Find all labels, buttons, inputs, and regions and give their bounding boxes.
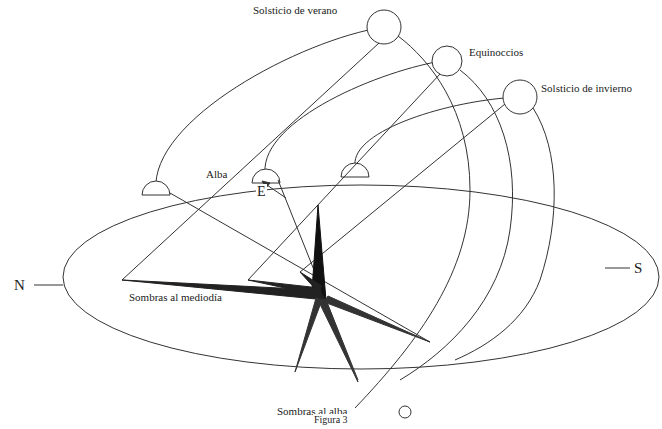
dawn-ray-1 <box>170 193 430 342</box>
winter-arc-down <box>455 108 554 360</box>
horizon-ellipse <box>63 185 659 369</box>
sun-equinox <box>432 46 462 76</box>
sun-winter <box>503 80 537 114</box>
winter-arc <box>355 97 519 165</box>
north-axis <box>34 285 63 286</box>
figure-label: E <box>256 184 267 200</box>
equinox-arc-down <box>400 70 513 380</box>
sun-summer <box>367 10 401 44</box>
figure-label: Solsticio de verano <box>252 4 338 17</box>
figure-label: N <box>14 277 25 294</box>
dawn-sun-summer <box>142 181 170 195</box>
ray-summer <box>122 43 379 280</box>
sunset-sun <box>399 406 411 418</box>
dawn-sun-equinox <box>252 169 280 183</box>
figure-label: Sombras al mediodía <box>128 291 223 304</box>
dawn-shadow-3 <box>324 296 430 342</box>
ray-winter <box>300 104 505 272</box>
south-axis <box>605 268 630 269</box>
noon-shadow-winter <box>300 272 322 292</box>
figure-label: Solsticio de invierno <box>540 82 633 95</box>
summer-arc <box>156 27 384 190</box>
figure-label: S <box>634 260 642 277</box>
ray-equinox <box>248 74 440 280</box>
dawn-shadow-1 <box>295 298 322 372</box>
figure-label: Alba <box>205 168 228 181</box>
figure-caption: Figura 3 <box>313 414 349 426</box>
summer-arc-down <box>355 36 470 408</box>
figure-label: Equinoccios <box>468 46 524 59</box>
